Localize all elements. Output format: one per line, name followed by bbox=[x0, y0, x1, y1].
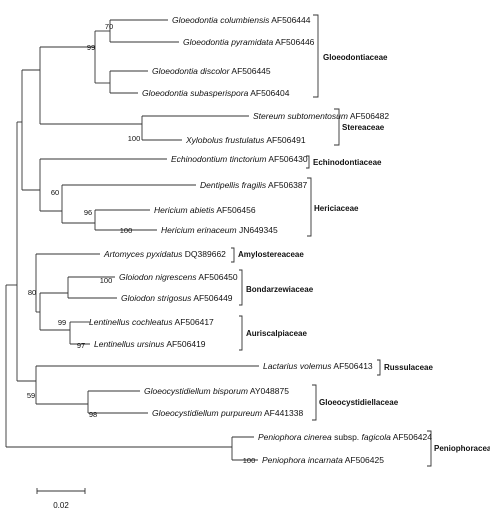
family-label: Bondarzewiaceae bbox=[246, 285, 314, 294]
clade-bracket bbox=[313, 14, 319, 98]
tree-branches bbox=[5, 19, 259, 461]
family-label: Gloeodontiaceae bbox=[323, 53, 388, 62]
family-label: Gloeocystidiellaceae bbox=[319, 398, 399, 407]
bootstrap-value: 96 bbox=[84, 208, 92, 217]
clade-bracket bbox=[231, 247, 235, 263]
family-label: Stereaceae bbox=[342, 123, 385, 132]
bootstrap-value: 97 bbox=[77, 341, 85, 350]
taxon-label: Gloeodontia pyramidata AF506446 bbox=[183, 37, 315, 47]
clade-bracket bbox=[377, 359, 381, 376]
taxon-label: Gloiodon strigosus AF506449 bbox=[121, 293, 233, 303]
taxon-label: Gloeodontia columbiensis AF506444 bbox=[172, 15, 311, 25]
family-label: Russulaceae bbox=[384, 363, 433, 372]
scale-bar: 0.02 bbox=[36, 488, 86, 510]
taxon-labels: Gloeodontia columbiensis AF506444 Gloeod… bbox=[89, 15, 432, 465]
scale-bar-label: 0.02 bbox=[53, 501, 69, 510]
taxon-label: Peniophora cinerea subsp. fagicola AF506… bbox=[258, 432, 432, 442]
bootstrap-value: 99 bbox=[58, 318, 66, 327]
taxon-label: Gloeodontia discolor AF506445 bbox=[152, 66, 271, 76]
bootstrap-value: 98 bbox=[89, 410, 97, 419]
bootstrap-value: 100 bbox=[100, 276, 113, 285]
bootstrap-value: 100 bbox=[120, 226, 133, 235]
family-label: Auriscalpiaceae bbox=[246, 329, 307, 338]
taxon-label: Xylobolus frustulatus AF506491 bbox=[185, 135, 306, 145]
taxon-label: Echinodontium tinctorium AF506430 bbox=[171, 154, 308, 164]
family-label: Peniophoracea bbox=[434, 444, 490, 453]
family-label: Echinodontiaceae bbox=[313, 158, 382, 167]
clade-bracket bbox=[334, 108, 340, 146]
clade-bracket bbox=[307, 177, 312, 237]
clade-bracket bbox=[312, 384, 317, 421]
bootstrap-value: 100 bbox=[128, 134, 141, 143]
taxon-label: Gloeodontia subasperispora AF506404 bbox=[142, 88, 290, 98]
bootstrap-values: 70 99 100 60 96 100 80 100 99 97 59 98 1… bbox=[27, 22, 255, 465]
taxon-label: Hericium erinaceum JN649345 bbox=[161, 225, 278, 235]
taxon-label: Gloeocystidiellum bisporum AY048875 bbox=[144, 386, 289, 396]
bootstrap-value: 80 bbox=[28, 288, 36, 297]
bootstrap-value: 60 bbox=[51, 188, 59, 197]
taxon-label: Lentinellus cochleatus AF506417 bbox=[89, 317, 214, 327]
taxon-label: Hericium abietis AF506456 bbox=[154, 205, 256, 215]
taxon-label: Lactarius volemus AF506413 bbox=[263, 361, 373, 371]
family-label: Hericiaceae bbox=[314, 204, 359, 213]
taxon-label: Gloiodon nigrescens AF506450 bbox=[119, 272, 238, 282]
clade-bracket bbox=[427, 430, 432, 467]
clade-bracket bbox=[306, 155, 310, 169]
bootstrap-value: 70 bbox=[105, 22, 113, 31]
bootstrap-value: 59 bbox=[27, 391, 35, 400]
taxon-label: Peniophora incarnata AF506425 bbox=[262, 455, 384, 465]
clade-bracket bbox=[239, 315, 243, 351]
taxon-label: Lentinellus ursinus AF506419 bbox=[94, 339, 206, 349]
taxon-label: Stereum subtomentosum AF506482 bbox=[253, 111, 389, 121]
clade-bracket bbox=[239, 269, 243, 306]
taxon-label: Gloeocystidiellum purpureum AF441338 bbox=[152, 408, 303, 418]
family-label: Amylostereaceae bbox=[238, 250, 304, 259]
taxon-label: Dentipellis fragilis AF506387 bbox=[200, 180, 308, 190]
bootstrap-value: 100 bbox=[243, 456, 256, 465]
bootstrap-value: 99 bbox=[87, 43, 95, 52]
taxon-label: Artomyces pyxidatus DQ389662 bbox=[103, 249, 226, 259]
family-brackets: Gloeodontiaceae Stereaceae Echinodontiac… bbox=[231, 14, 490, 467]
